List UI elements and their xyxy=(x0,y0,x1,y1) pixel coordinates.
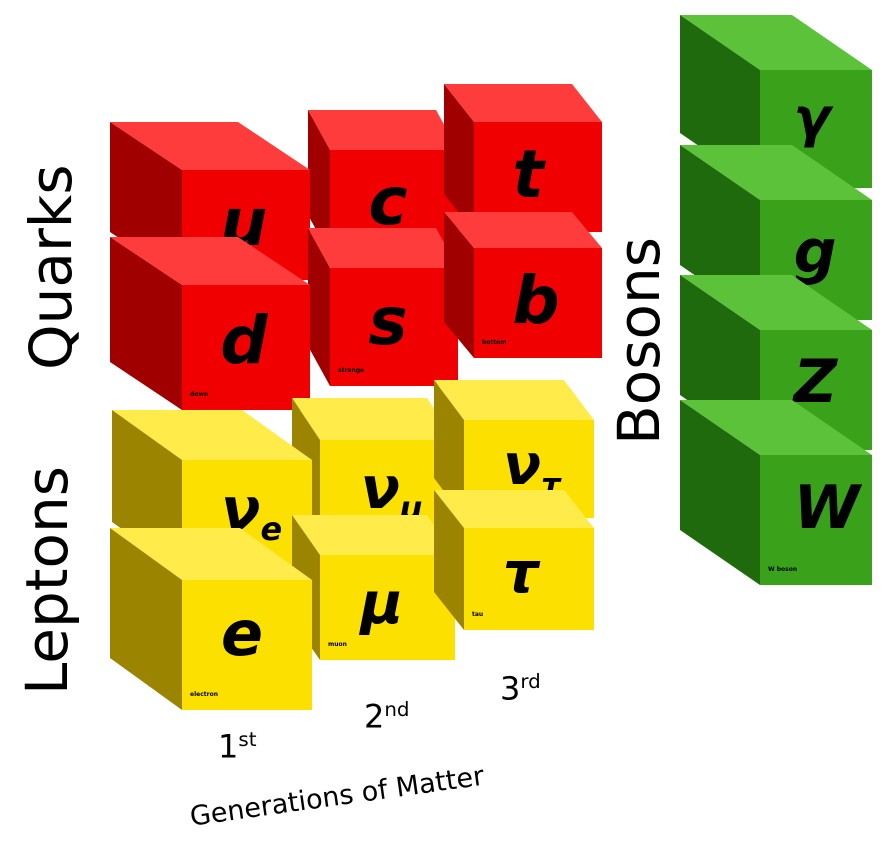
cube-top-z xyxy=(680,275,872,330)
cube-front-d xyxy=(182,285,310,410)
particle-symbol-b: b xyxy=(512,267,559,334)
particle-symbol-w: W xyxy=(794,478,860,538)
cube-side-s xyxy=(308,228,330,386)
cube-side-vtau xyxy=(434,380,464,518)
cube-side-gamma xyxy=(680,15,760,188)
generation-1-suffix: st xyxy=(238,728,257,751)
particle-name-s: strange xyxy=(338,367,365,374)
generation-2-label: 2nd xyxy=(364,700,410,733)
particle-name-w: W boson xyxy=(768,566,798,573)
particle-symbol-z: Z xyxy=(794,352,838,412)
particle-symbol-main-e: e xyxy=(221,597,264,671)
particle-symbol-main-gamma: γ xyxy=(793,86,831,150)
cube-front-b xyxy=(474,248,602,358)
particle-symbol-main-t: t xyxy=(512,135,544,213)
particle-symbol-subscript-ve: e xyxy=(260,510,283,549)
cube-top-t xyxy=(444,84,602,122)
cube-front-e xyxy=(182,580,312,710)
cube-side-d xyxy=(110,237,182,410)
cube-side-e xyxy=(110,528,182,710)
generation-3-label: 3rd xyxy=(500,672,541,705)
cube-top-vmu xyxy=(292,398,455,440)
particle-symbol-main-b: b xyxy=(512,261,560,339)
cube-top-g xyxy=(680,145,872,200)
cube-front-tau xyxy=(464,528,594,630)
cube-side-w xyxy=(680,400,760,585)
particle-symbol-mu: μ xyxy=(361,574,404,632)
particle-name-b: bottom xyxy=(482,339,507,346)
particle-symbol-t: t xyxy=(512,141,544,208)
cube-top-vtau xyxy=(434,380,594,420)
particle-symbol-main-vtau: ν xyxy=(503,432,542,498)
cube-top-mu xyxy=(292,515,455,555)
particle-symbol-main-s: s xyxy=(368,283,408,361)
cube-top-tau xyxy=(434,490,594,528)
particle-symbol-main-z: Z xyxy=(793,346,838,417)
cube-side-tau xyxy=(434,490,464,630)
particle-symbol-s: s xyxy=(368,289,407,355)
cube-top-s xyxy=(308,228,458,268)
generation-3-suffix: rd xyxy=(520,670,541,693)
generation-2-number: 2 xyxy=(364,697,385,736)
cube-front-t xyxy=(474,122,602,232)
cube-side-t xyxy=(444,84,474,232)
particle-symbol-main-tau: τ xyxy=(503,541,539,607)
cube-top-u xyxy=(110,122,310,170)
particle-name-e: electron xyxy=(190,691,218,698)
generation-2-suffix: nd xyxy=(384,698,410,721)
particle-symbol-main-g: g xyxy=(793,216,837,287)
cube-front-w xyxy=(760,455,872,585)
cube-front-mu xyxy=(320,555,455,660)
particle-symbol-gamma: γ xyxy=(794,91,831,145)
cube-top-e xyxy=(110,528,312,580)
particle-symbol-tau: τ xyxy=(503,546,539,602)
particle-symbol-c: c xyxy=(368,168,407,235)
particle-symbol-main-d: d xyxy=(220,301,268,379)
particle-symbol-d: d xyxy=(220,307,267,374)
cube-top-w xyxy=(680,400,872,455)
particle-symbol-g: g xyxy=(794,222,837,282)
particle-name-mu: muon xyxy=(328,641,347,648)
generation-1-label: 1st xyxy=(218,730,256,763)
cube-front-s xyxy=(330,268,458,386)
cube-top-ve xyxy=(112,410,312,460)
generation-1-number: 1 xyxy=(218,727,239,766)
generation-3-number: 3 xyxy=(500,669,521,708)
particle-name-d: down xyxy=(190,391,209,398)
cube-top-d xyxy=(110,237,310,285)
particle-symbol-main-w: W xyxy=(793,473,860,544)
particle-symbol-main-mu: μ xyxy=(360,568,404,637)
cube-top-c xyxy=(308,110,458,150)
cube-side-b xyxy=(444,212,474,358)
particle-symbol-main-vmu: ν xyxy=(360,453,401,522)
cube-side-c xyxy=(308,110,330,255)
particle-symbol-main-c: c xyxy=(368,162,408,240)
particle-symbol-e: e xyxy=(221,603,263,665)
cube-top-b xyxy=(444,212,602,248)
particle-name-tau: tau xyxy=(472,611,484,618)
cube-top-gamma xyxy=(680,15,872,70)
